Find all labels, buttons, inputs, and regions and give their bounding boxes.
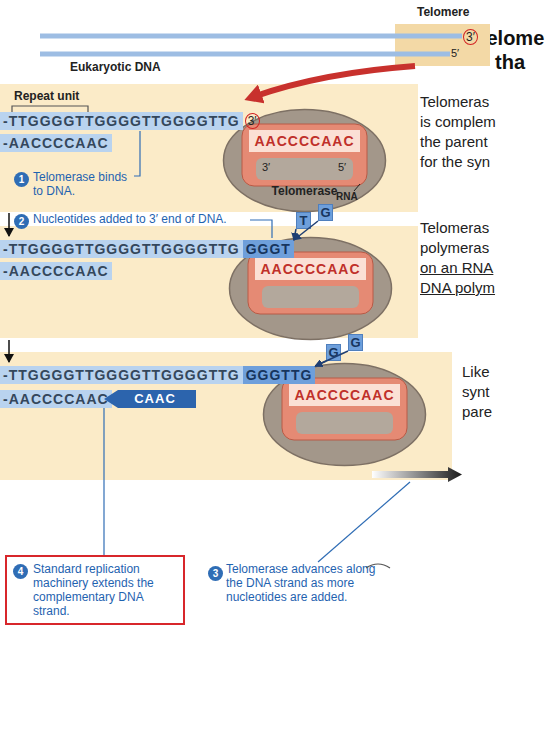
end-label: 3′: [262, 161, 270, 174]
callout-number: 3: [208, 566, 223, 581]
callout-number: 4: [13, 564, 28, 579]
dna-sequence: -AACCCCAAC: [0, 134, 112, 152]
new-strand-arrow: CAAC: [104, 390, 196, 408]
body-text: on an RNA DNA polym: [420, 258, 502, 298]
body-text: Like synt pare: [462, 362, 502, 422]
rna-template: AACCCCAAC: [262, 386, 427, 404]
callout-text: Telomerase binds to DNA.: [33, 170, 133, 198]
heading-label: Telomere: [417, 5, 469, 19]
step-panel: 2Nucleotides added to 3′ end of DNA.-TTG…: [0, 226, 418, 338]
enzyme-name: Telomerase: [222, 184, 387, 198]
part-label: RNA: [336, 191, 358, 203]
nucleotide-box: G: [348, 334, 363, 351]
dna-sequence: -TTGGGGTTGGGGTTGGGGTTG: [0, 240, 243, 258]
enzyme-groove: [262, 286, 359, 308]
nucleotide-box: G: [318, 204, 333, 221]
nucleotide-box: T: [296, 212, 311, 229]
telomere-box: Telomere3′5′: [395, 24, 490, 66]
enzyme-groove: [296, 412, 393, 434]
heading-label: Repeat unit: [14, 89, 79, 103]
dna-strand: -TTGGGGTTGGGGTTGGGGTTGGGGTTG: [0, 366, 315, 384]
dna-strand: -AACCCCAAC: [0, 262, 112, 280]
dna-strand: -TTGGGGTTGGGGTTGGGGTTG3′: [0, 112, 260, 130]
dna-strand: -AACCCCAAC: [0, 134, 112, 152]
callout-text: Standard replication machinery extends t…: [33, 562, 183, 618]
telomerase-enzyme: AACCCCAAC 3′ 5′ TelomeraseRNA: [222, 108, 387, 213]
body-text: Telomeras polymeras: [420, 218, 502, 258]
new-nucleotides: GGGT: [243, 240, 294, 258]
step-panel: Repeat unit 1 Telomerase binds to DNA. -TTG…: [0, 84, 418, 212]
callout-box: 4 Standard replication machinery extends …: [5, 555, 185, 625]
new-strand-arrow: [104, 390, 196, 408]
rna-template: AACCCCAAC: [228, 260, 393, 278]
dna-strand: [40, 52, 450, 57]
heading-label: Eukaryotic DNA: [70, 60, 161, 74]
dna-sequence: -AACCCCAAC: [0, 262, 112, 280]
text-label: G: [349, 335, 362, 350]
dna-strand: -TTGGGGTTGGGGTTGGGGTTGGGGT: [0, 240, 294, 258]
callout-text: Telomerase advances along the DNA strand…: [226, 562, 376, 604]
end-label: 3′: [245, 113, 260, 129]
rna-template: AACCCCAAC: [222, 132, 387, 150]
text-label: G: [327, 345, 340, 360]
leader-line: [318, 482, 410, 562]
callout-number: 1: [14, 172, 29, 187]
enzyme-groove: [256, 158, 353, 180]
dna-sequence: -TTGGGGTTGGGGTTGGGGTTG: [0, 366, 243, 384]
nucleotide-box: G: [326, 344, 341, 361]
end-label: 5′: [451, 47, 459, 60]
text-label: CAAC: [114, 390, 196, 408]
dna-sequence: -AACCCCAAC: [0, 390, 112, 408]
callout-number: 2: [14, 214, 29, 229]
dna-strand: -AACCCCAAC: [0, 390, 112, 408]
end-label: 5′: [338, 161, 346, 174]
text-label: G: [319, 205, 332, 220]
step-panel: -TTGGGGTTGGGGTTGGGGTTGGGGTTGGG-AACCCCAAC…: [0, 352, 452, 480]
text-label: T: [297, 213, 310, 228]
body-text: Telomeras is complem the parent for the …: [420, 92, 502, 172]
enzyme-body: [230, 238, 392, 340]
new-nucleotides: GGGTTG: [243, 366, 316, 384]
enzyme-body: [264, 364, 426, 466]
callout-text: Nucleotides added to 3′ end of DNA.: [33, 212, 273, 226]
end-label: 3′: [463, 29, 478, 45]
dna-sequence: -TTGGGGTTGGGGTTGGGGTTG: [0, 112, 243, 130]
